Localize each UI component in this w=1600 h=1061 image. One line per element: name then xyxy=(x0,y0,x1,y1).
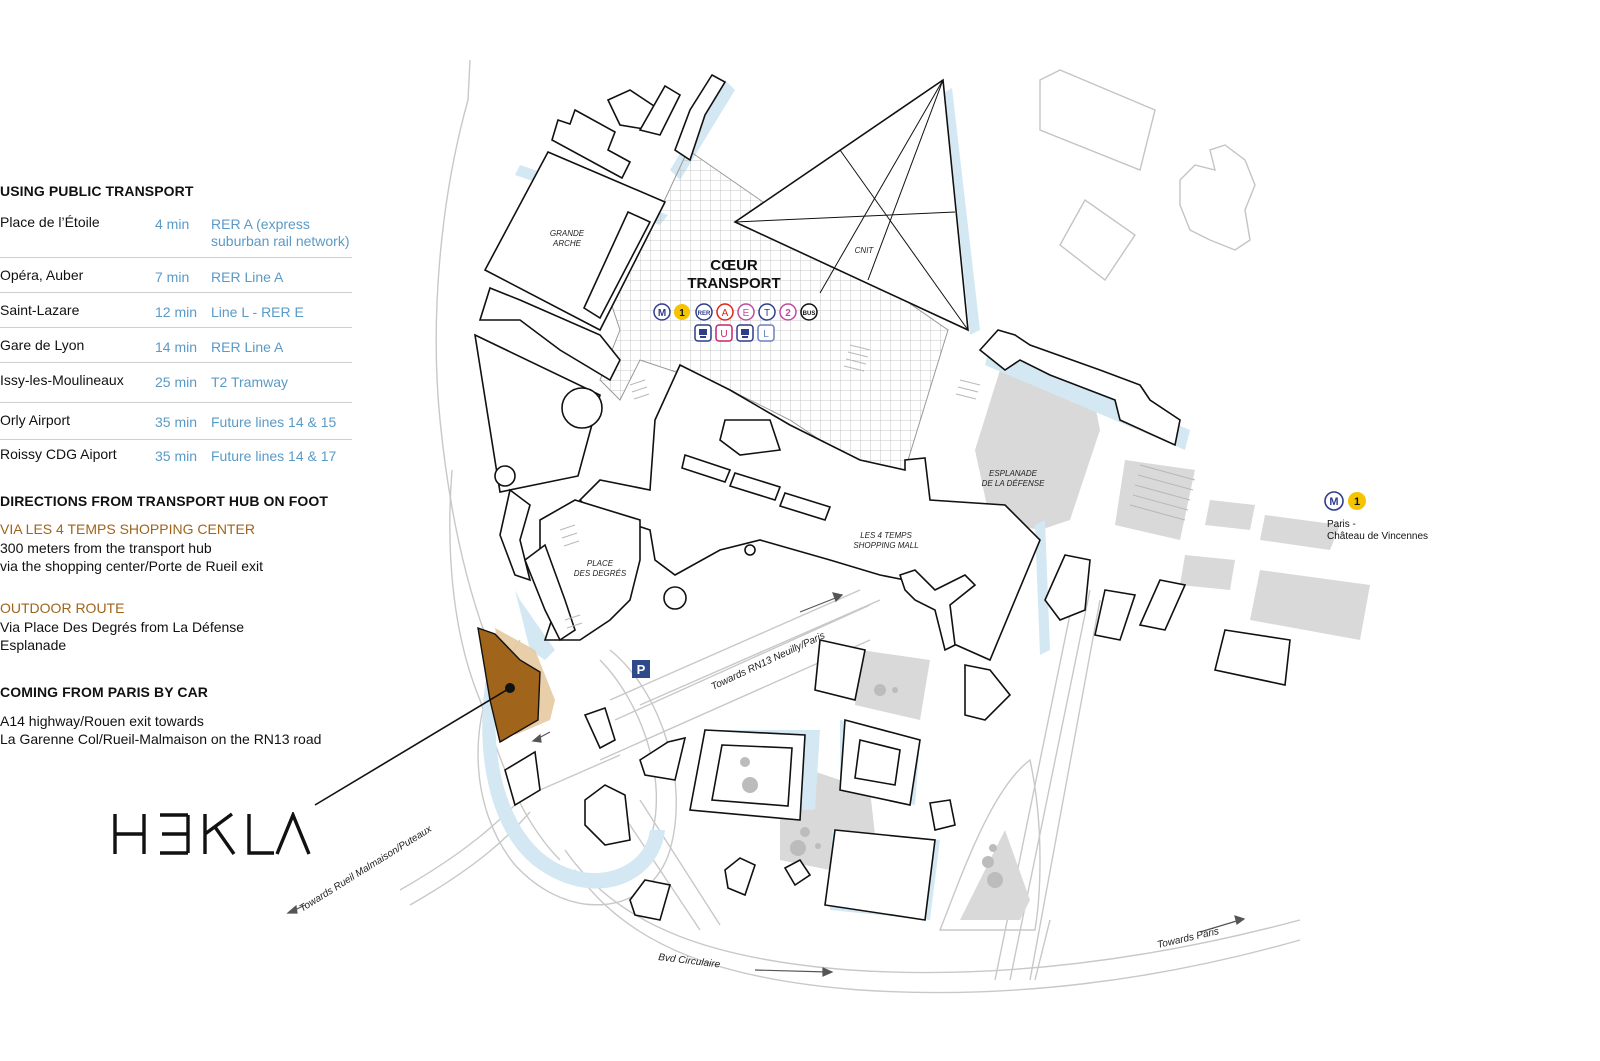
cnit-label: CNIT xyxy=(855,246,875,255)
route-time: 25 min xyxy=(155,374,198,390)
route-time: 7 min xyxy=(155,269,190,285)
metro-stop-marker: M 1 xyxy=(1324,491,1366,511)
buildings xyxy=(473,73,1291,921)
svg-text:U: U xyxy=(720,329,727,340)
esplanade-label-1: ESPLANADE xyxy=(989,469,1038,478)
route-time: 12 min xyxy=(155,304,198,320)
line-1-badge-icon: 1 xyxy=(674,304,690,320)
route-time: 4 min xyxy=(155,216,190,232)
row-divider xyxy=(0,257,352,258)
car-line-1: A14 highway/Rouen exit towards xyxy=(0,713,204,729)
route1-line-1: 300 meters from the transport hub xyxy=(0,540,212,556)
tram-badge-icon: T xyxy=(758,303,776,321)
svg-text:1: 1 xyxy=(1354,496,1360,508)
hekla-pointer-line xyxy=(314,687,511,806)
svg-text:2: 2 xyxy=(785,308,791,319)
svg-text:L: L xyxy=(763,329,769,340)
bus-badge-icon: BUS xyxy=(800,303,818,321)
tree-dots xyxy=(740,684,1003,888)
route-from: Saint-Lazare xyxy=(0,302,80,318)
route-from: Opéra, Auber xyxy=(0,267,84,283)
route-from: Gare de Lyon xyxy=(0,337,85,353)
hub-label-2: TRANSPORT xyxy=(687,275,780,292)
hekla-logo xyxy=(113,812,311,855)
route2-line-1: Via Place Des Degrés from La Défense xyxy=(0,619,245,635)
road-arrows xyxy=(286,592,1246,977)
metro-stop-label-1: Paris - xyxy=(1327,519,1356,530)
car-line-2: La Garenne Col/Rueil-Malmaison on the RN… xyxy=(0,731,322,747)
mall-label-2: SHOPPING MALL xyxy=(853,541,918,550)
rer-badge-icon: RER xyxy=(695,303,713,321)
metro-stop-label-2: Château de Vincennes xyxy=(1327,531,1428,542)
rer-a-badge-icon: A xyxy=(716,303,734,321)
line-l-badge-icon: L xyxy=(757,324,775,342)
svg-text:BUS: BUS xyxy=(803,311,816,317)
grande-arche-label-1: GRANDE xyxy=(550,229,585,238)
mall-label-1: LES 4 TEMPS xyxy=(860,531,912,540)
row-divider xyxy=(0,439,352,440)
parking-label: P xyxy=(637,662,646,677)
route-time: 35 min xyxy=(155,414,198,430)
route-line: RER Line A xyxy=(211,339,284,355)
route1-title: VIA LES 4 TEMPS SHOPPING CENTER xyxy=(0,521,255,537)
route-line: RER A (express suburban rail network) xyxy=(211,216,350,249)
svg-text:M: M xyxy=(1329,496,1338,508)
road-label-rn13: Towards RN13 Neuilly/Paris xyxy=(710,630,827,692)
route2-title: OUTDOOR ROUTE xyxy=(0,600,125,616)
stairs xyxy=(559,344,1196,629)
route-line: Future lines 14 & 17 xyxy=(211,448,337,464)
line-u-badge-icon: U xyxy=(715,324,733,342)
tram-2-badge-icon: 2 xyxy=(779,303,797,321)
road-label-bvd: Bvd Circulaire xyxy=(658,952,722,971)
metro-badge-icon: M xyxy=(653,303,671,321)
route1-line-2: via the shopping center/Porte de Rueil e… xyxy=(0,558,264,574)
route-from: Place de l’Étoile xyxy=(0,214,100,230)
foot-directions-title: DIRECTIONS FROM TRANSPORT HUB ON FOOT xyxy=(0,493,329,509)
line-1-icon: 1 xyxy=(1348,492,1366,510)
svg-text:RER: RER xyxy=(698,311,711,317)
hub-label-1: CŒUR xyxy=(710,257,758,274)
route-time: 14 min xyxy=(155,339,198,355)
row-divider xyxy=(0,327,352,328)
car-directions-title: COMING FROM PARIS BY CAR xyxy=(0,684,208,700)
route-line: RER Line A xyxy=(211,269,284,285)
place-label-2: DES DEGRÉS xyxy=(574,569,627,578)
row-divider xyxy=(0,362,352,363)
route-line: T2 Tramway xyxy=(211,374,289,390)
row-divider xyxy=(0,292,352,293)
row-divider xyxy=(0,402,352,403)
metro-icon: M xyxy=(1324,491,1344,511)
road-label-paris: Towards Paris xyxy=(1156,926,1220,951)
esplanade-label-2: DE LA DÉFENSE xyxy=(982,479,1045,488)
route-from: Issy-les-Moulineaux xyxy=(0,372,124,388)
hub-transit-badges: M 1 RER A E T 2 BUS U L xyxy=(653,303,818,342)
svg-text:T: T xyxy=(764,308,770,319)
route-line: Future lines 14 & 15 xyxy=(211,414,337,430)
svg-text:E: E xyxy=(743,308,750,319)
parking-sign xyxy=(632,660,650,678)
cnit-building xyxy=(733,78,969,332)
rer-e-badge-icon: E xyxy=(737,303,755,321)
grande-arche xyxy=(483,150,667,332)
svg-text:A: A xyxy=(722,308,729,319)
outline-buildings xyxy=(1039,69,1256,282)
route-from: Orly Airport xyxy=(0,412,71,428)
route-line: Line L - RER E xyxy=(211,304,304,320)
route-time: 35 min xyxy=(155,448,198,464)
svg-text:M: M xyxy=(658,308,666,319)
grande-arche-label-2: ARCHE xyxy=(552,239,582,248)
route-from: Roissy CDG Aiport xyxy=(0,446,117,462)
train-2-badge-icon xyxy=(736,324,754,342)
place-label-1: PLACE xyxy=(587,559,614,568)
svg-text:1: 1 xyxy=(679,308,685,319)
road-label-rueil: Towards Rueil Malmaison/Puteaux xyxy=(298,823,435,914)
route2-line-2: Esplanade xyxy=(0,637,67,653)
public-transport-title: USING PUBLIC TRANSPORT xyxy=(0,183,194,199)
train-badge-icon xyxy=(694,324,712,342)
